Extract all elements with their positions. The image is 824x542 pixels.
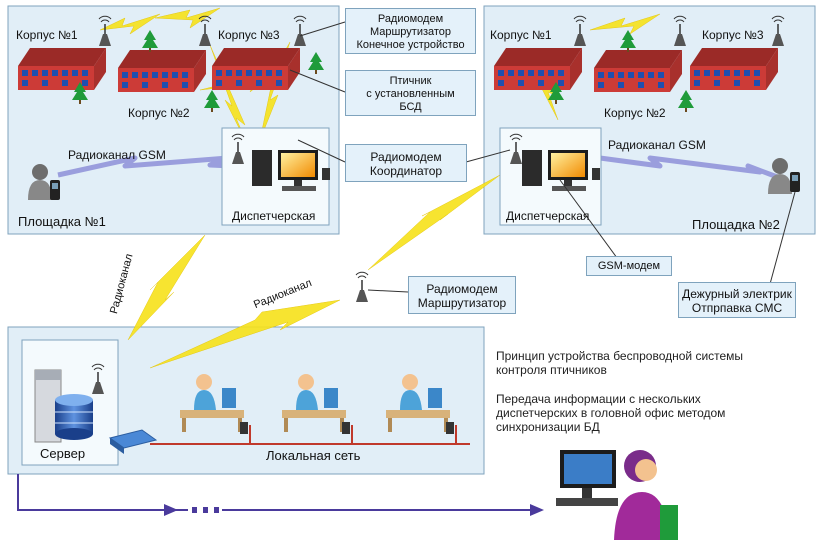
- site1-name: Площадка №1: [18, 214, 106, 229]
- site2-gsm-label: Радиоканал GSM: [608, 138, 706, 152]
- lan-label: Локальная сеть: [266, 448, 361, 463]
- site2-control-room-label: Диспетчерская: [506, 209, 590, 223]
- head-office-user-icon: [556, 450, 678, 540]
- server-label: Сервер: [40, 446, 86, 461]
- phone-icon: [50, 180, 60, 200]
- site2-building3-label: Корпус №3: [702, 28, 764, 42]
- head-office-arrow: [17, 474, 530, 511]
- gsm-link-site1: [57, 155, 233, 178]
- site1-building2-label: Корпус №2: [128, 106, 190, 120]
- callout-modem-router-end: Радиомодем Маршрутизатор Конечное устрой…: [345, 8, 476, 54]
- site1-building1-label: Корпус №1: [16, 28, 78, 42]
- radio-tower-icon: [355, 271, 369, 303]
- operator-icon: [32, 164, 48, 180]
- description-transfer: Передача информации с нескольких диспетч…: [496, 392, 726, 434]
- operator-icon: [772, 158, 788, 174]
- site2-name: Площадка №2: [692, 217, 780, 232]
- site2-building2-label: Корпус №2: [604, 106, 666, 120]
- database-icon: [55, 394, 93, 440]
- site1-gsm-label: Радиоканал GSM: [68, 148, 166, 162]
- callout-modem-router: Радиомодем Маршрутизатор: [408, 276, 516, 314]
- gsm-link-site2: [599, 155, 781, 181]
- switch-icon: [108, 429, 158, 454]
- callout-electrician: Дежурный электрик Отпрпавка СМС: [678, 282, 796, 318]
- description-principle: Принцип устройства беспроводной системы …: [496, 349, 744, 377]
- callout-gsm-modem: GSM-модем: [586, 256, 672, 276]
- site1-control-room-label: Диспетчерская: [232, 209, 316, 223]
- site2-building1-label: Корпус №1: [490, 28, 552, 42]
- callout-poultry-house: Птичник с установленным БСД: [345, 70, 476, 116]
- site1-building3-label: Корпус №3: [218, 28, 280, 42]
- phone-icon: [790, 172, 800, 192]
- callout-modem-coordinator: Радиомодем Координатор: [345, 144, 467, 182]
